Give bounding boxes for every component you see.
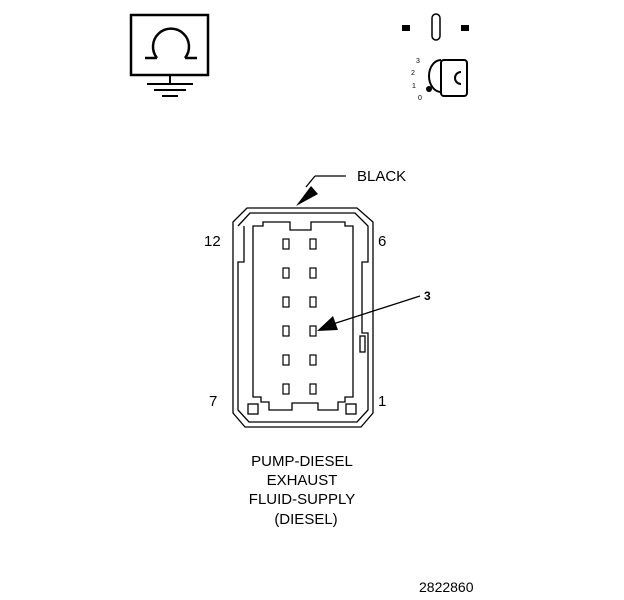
terminal-cavity — [282, 383, 290, 395]
cavity-3-arrowhead — [317, 316, 338, 331]
terminal-cavity — [282, 267, 290, 279]
terminal-cavity — [309, 354, 317, 366]
connector-title-line-1: PUMP-DIESEL — [251, 453, 353, 470]
terminal-cavity — [309, 296, 317, 308]
cavity-3-leader-line — [332, 295, 421, 325]
terminal-cavity — [282, 238, 290, 250]
terminal-cavity — [282, 296, 290, 308]
ignition-key-off-icon — [402, 13, 469, 97]
pin-label-top-left: 12 — [204, 233, 221, 250]
ignition-position-2: 2 — [411, 70, 415, 77]
black-arrowhead — [296, 186, 318, 206]
black-leader-line-diagonal — [305, 175, 316, 188]
ignition-position-3: 3 — [416, 58, 420, 65]
terminal-cavity — [309, 238, 317, 250]
terminal-cavity — [309, 267, 317, 279]
figure-number: 2822860 — [419, 579, 474, 595]
pin-label-top-right: 6 — [378, 233, 386, 250]
connector-color-label: BLACK — [357, 168, 406, 185]
pin-label-bottom-right: 1 — [378, 393, 386, 410]
connector-housing — [232, 207, 374, 428]
terminal-cavity — [282, 325, 290, 337]
connector-title-line-2: EXHAUST — [267, 472, 338, 489]
terminal-cavities — [282, 238, 317, 395]
ignition-position-labels: 3 2 1 0 — [411, 58, 422, 102]
terminal-cavity — [282, 354, 290, 366]
pin-label-bottom-left: 7 — [209, 393, 217, 410]
cavity-callout-label: 3 — [424, 289, 431, 303]
terminal-cavity-3 — [309, 325, 317, 337]
connector-title: PUMP-DIESEL EXHAUST FLUID-SUPPLY (DIESEL… — [249, 453, 355, 528]
terminal-cavity — [309, 383, 317, 395]
connector-title-line-4: (DIESEL) — [274, 511, 337, 528]
ignition-position-1: 1 — [412, 83, 416, 90]
connector-title-line-3: FLUID-SUPPLY — [249, 491, 355, 508]
ignition-position-0: 0 — [418, 95, 422, 102]
ohmmeter-ground-icon — [129, 13, 210, 97]
